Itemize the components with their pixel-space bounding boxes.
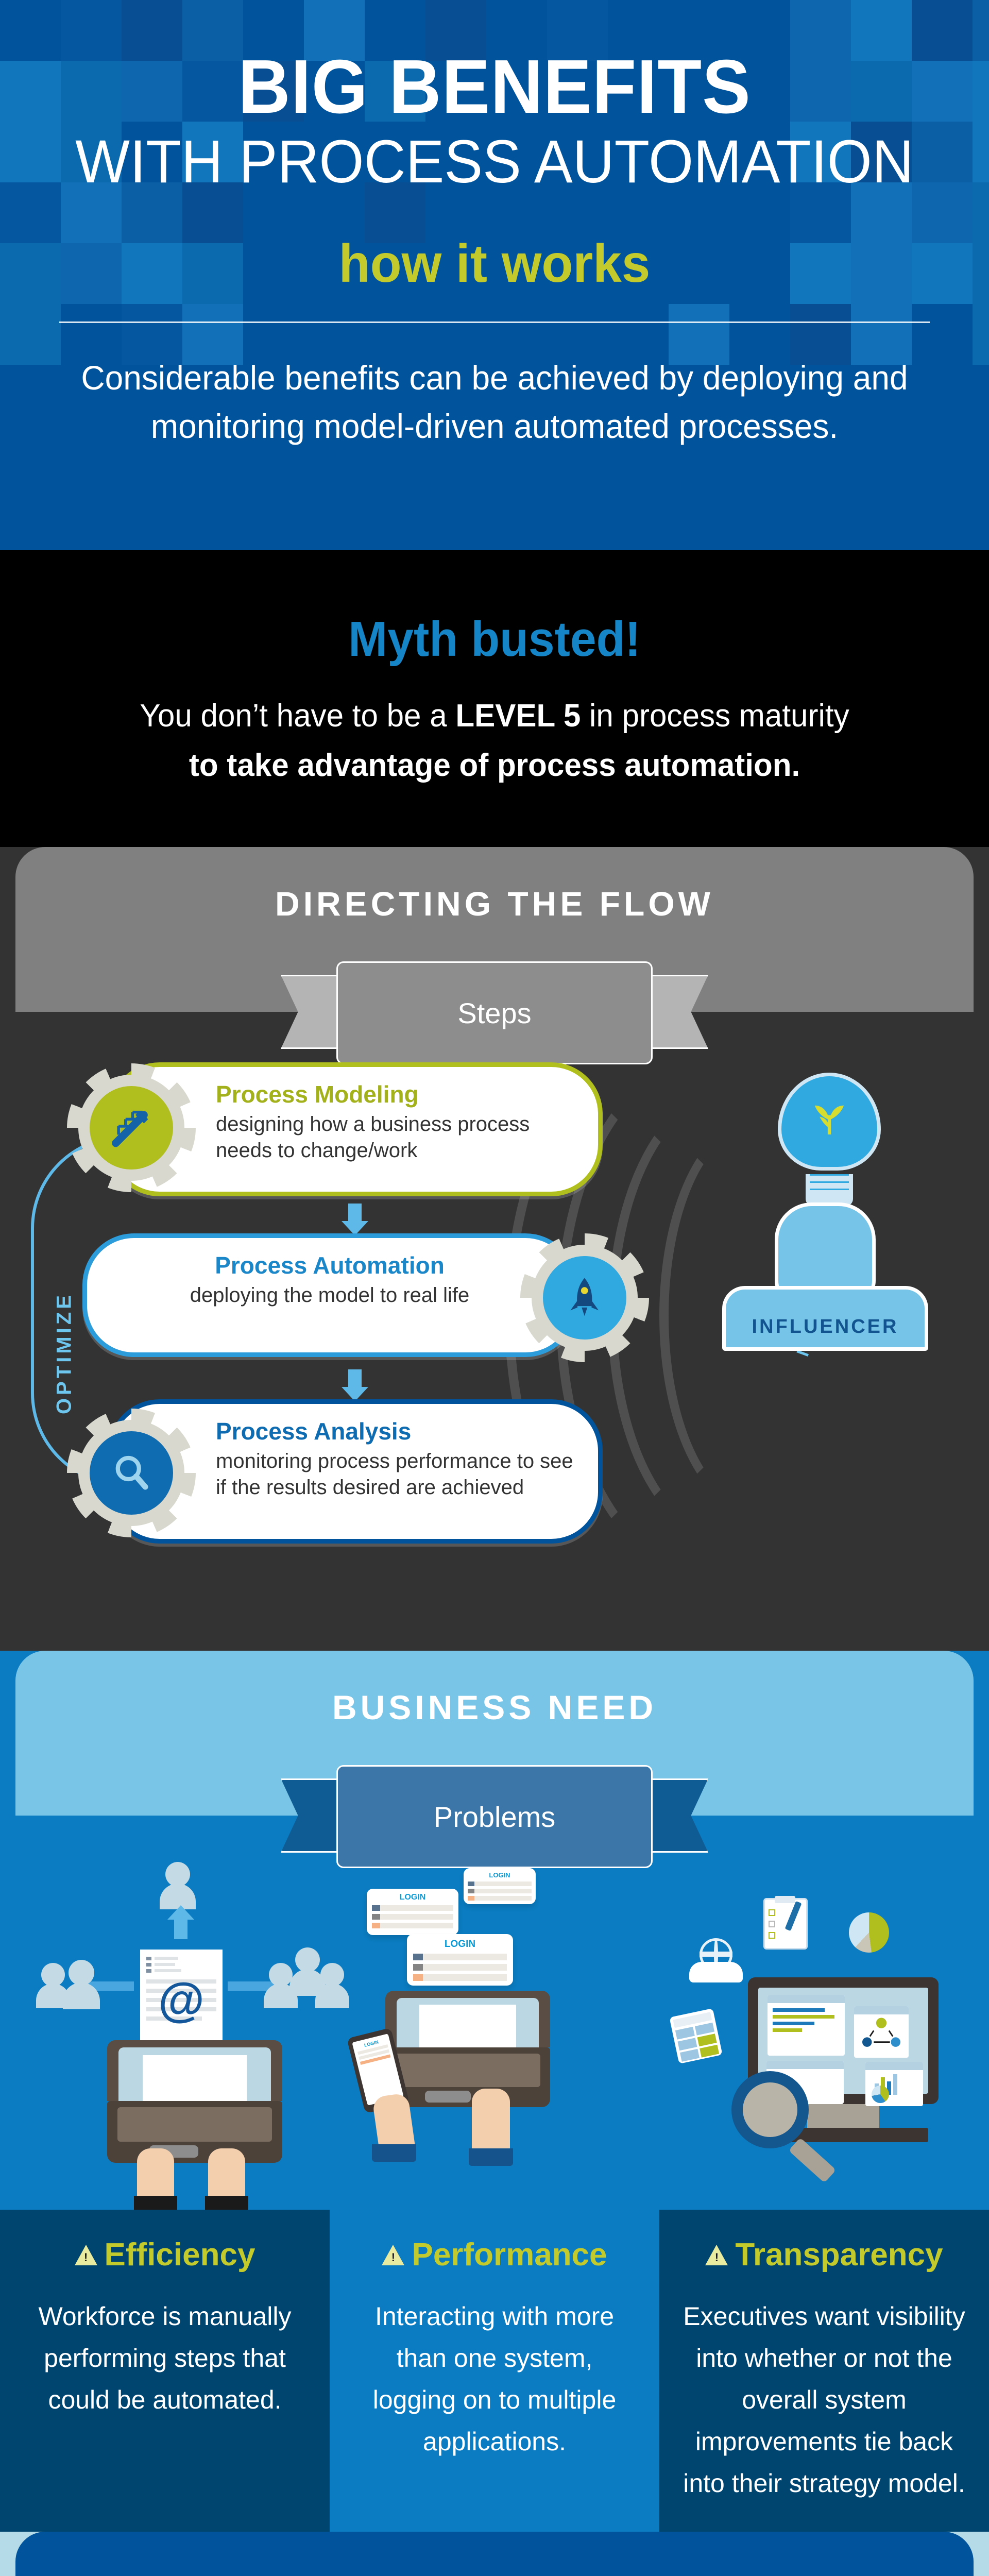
at-symbol-icon: @ — [140, 1976, 223, 2024]
need-ribbon-label: Problems — [434, 1800, 556, 1834]
person-icon — [160, 1862, 196, 1909]
pencil-ruler-icon — [67, 1063, 196, 1192]
rocket-icon — [520, 1233, 649, 1362]
myth-text-c: in process maturity — [581, 698, 849, 734]
calculator-icon — [669, 2008, 722, 2064]
flow-step-automation-desc: deploying the model to real life — [149, 1282, 510, 1309]
directing-the-flow-section: DIRECTING THE FLOW Steps OPTIMIZE STRATE… — [0, 847, 989, 1651]
need-column-performance: Performance Interacting with more than o… — [330, 2210, 659, 2532]
flow-section-title: DIRECTING THE FLOW — [0, 884, 989, 923]
login-title: LOGIN — [413, 1939, 507, 1950]
warning-icon — [705, 2245, 728, 2265]
warning-icon — [75, 2245, 97, 2265]
node-diagram-card — [854, 2006, 909, 2058]
myth-title: Myth busted! — [25, 550, 964, 668]
ribbon-tail-right — [646, 1778, 708, 1853]
role-section-title: ROLE BENEFITS — [0, 2569, 989, 2576]
ribbon-plate: Steps — [336, 961, 653, 1064]
business-need-section: BUSINESS NEED Problems — [0, 1651, 989, 2532]
hero-tagline: how it works — [20, 237, 969, 291]
login-window: LOGIN — [367, 1889, 458, 1935]
hero-section: BIG BENEFITS WITH PROCESS AUTOMATION how… — [0, 0, 989, 550]
need-column-transparency: Transparency Executives want visibility … — [659, 2210, 989, 2532]
myth-line-1: You don’t have to be a LEVEL 5 in proces… — [15, 691, 974, 741]
person-icon — [315, 1963, 349, 2008]
need-column-efficiency-title: Efficiency — [105, 2236, 255, 2273]
myth-text-a: You don’t have to be a — [140, 698, 455, 734]
analytics-monitor-illustration — [670, 1862, 963, 2202]
myth-section: Myth busted! You don’t have to be a LEVE… — [0, 550, 989, 847]
globe-cloud-icon — [689, 1938, 743, 1986]
myth-level-emphasis: LEVEL 5 — [455, 698, 581, 734]
bar-report-card — [768, 1995, 845, 2056]
ribbon-tail-left — [281, 1778, 343, 1853]
login-window: LOGIN — [407, 1934, 513, 1986]
influencer-avatar: INFLUENCER — [722, 1202, 928, 1351]
flow-step-modeling-title: Process Modeling — [216, 1080, 577, 1108]
need-section-title: BUSINESS NEED — [0, 1688, 989, 1727]
login-window: LOGIN — [464, 1868, 536, 1904]
laptop-icon — [385, 1991, 550, 2107]
flow-arrow-2 — [348, 1369, 362, 1388]
influencer-label: INFLUENCER — [752, 1316, 899, 1338]
flow-ribbon-label: Steps — [457, 996, 531, 1030]
flow-step-automation-title: Process Automation — [149, 1251, 510, 1279]
need-column-transparency-body: Executives want visibility into whether … — [682, 2296, 966, 2504]
need-column-performance-body: Interacting with more than one system, l… — [352, 2296, 637, 2463]
magnifier-icon — [67, 1409, 196, 1537]
login-title: LOGIN — [468, 1871, 532, 1879]
hero-divider — [59, 321, 930, 323]
arrow-up-icon — [174, 1919, 187, 1939]
ribbon-tail-left — [281, 975, 343, 1049]
page-subtitle: WITH PROCESS AUTOMATION — [25, 129, 964, 195]
hero-description: Considerable benefits can be achieved by… — [15, 354, 974, 450]
laptop-icon — [107, 2040, 282, 2163]
flow-arrow-1 — [348, 1204, 362, 1222]
need-column-performance-heading: Performance — [352, 2236, 637, 2273]
pie-chart-icon — [849, 1912, 889, 1953]
need-column-efficiency-body: Workforce is manually performing steps t… — [23, 2296, 307, 2421]
flow-step-automation: Process Automation deploying the model t… — [82, 1233, 577, 1357]
ribbon-plate: Problems — [336, 1765, 653, 1868]
hand-icon — [472, 2089, 510, 2156]
login-title: LOGIN — [372, 1893, 453, 1902]
chart-card — [865, 2062, 923, 2106]
flow-step-modeling-desc: designing how a business process needs t… — [216, 1111, 577, 1164]
flow-step-analysis-desc: monitoring process performance to see if… — [216, 1448, 577, 1501]
need-column-transparency-title: Transparency — [735, 2236, 943, 2273]
clipboard-icon — [763, 1898, 813, 1952]
need-column-efficiency-heading: Efficiency — [23, 2236, 307, 2273]
myth-line-2: to take advantage of process automation. — [15, 741, 974, 790]
email-document: @ — [140, 1950, 223, 2042]
business-need-illustrations: @ — [0, 1857, 989, 2207]
warning-icon — [382, 2245, 404, 2265]
flow-diagram: OPTIMIZE STRATEGIC INITIATIVES Process M… — [0, 1053, 989, 1651]
page-title: BIG BENEFITS — [25, 49, 964, 125]
need-column-efficiency: Efficiency Workforce is manually perform… — [0, 2210, 330, 2532]
need-column-performance-title: Performance — [412, 2236, 607, 2273]
role-benefits-section: ROLE BENEFITS Solutions Adding a layer o… — [0, 2532, 989, 2576]
lightbulb-icon — [778, 1073, 881, 1208]
sleeve — [372, 2144, 416, 2162]
multiple-logins-illustration: LOGIN LOGIN LOGIN — [361, 1862, 628, 2202]
need-ribbon: Problems — [281, 1765, 708, 1868]
business-need-columns: Efficiency Workforce is manually perform… — [0, 2210, 989, 2532]
flow-step-analysis-title: Process Analysis — [216, 1417, 577, 1445]
sleeve — [469, 2148, 513, 2166]
email-blast-illustration: @ — [31, 1862, 330, 2202]
need-column-transparency-heading: Transparency — [682, 2236, 966, 2273]
person-icon — [63, 1960, 100, 2009]
magnifier-icon — [731, 2071, 809, 2148]
